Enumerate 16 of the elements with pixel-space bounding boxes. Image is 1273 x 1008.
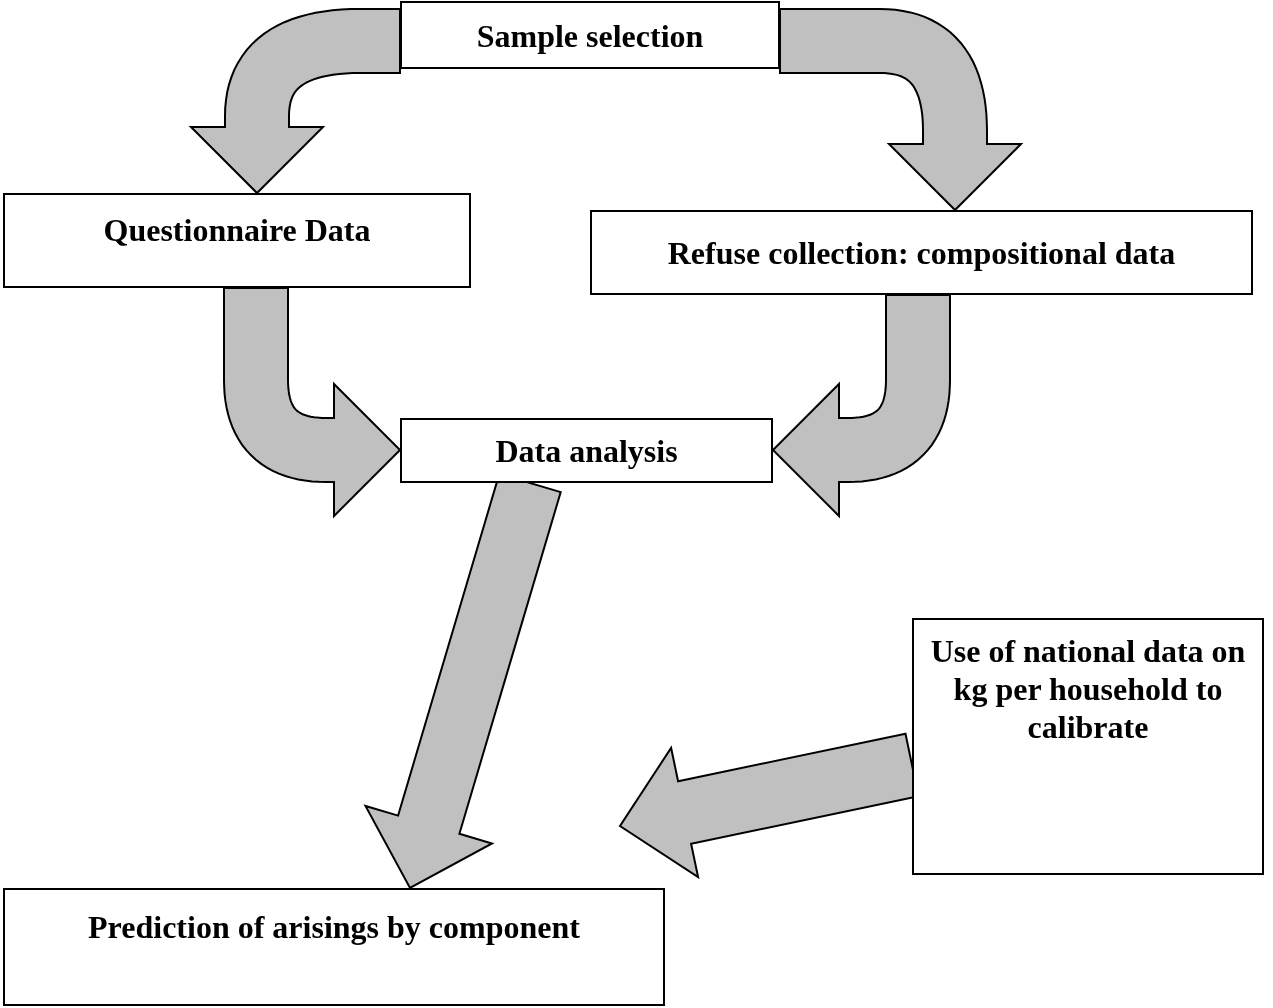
block-arrow bbox=[779, 8, 1024, 212]
box-label: Sample selection bbox=[476, 17, 704, 55]
process-box bbox=[912, 618, 1264, 875]
block-arrow bbox=[223, 287, 402, 519]
box-label: Data analysis bbox=[495, 431, 678, 470]
process-box bbox=[590, 210, 1253, 295]
process-box bbox=[3, 888, 665, 1006]
box-label: Refuse collection: compositional data bbox=[667, 233, 1176, 272]
process-box bbox=[3, 193, 471, 288]
process-box bbox=[400, 418, 773, 483]
box-label: Prediction of arisings by component bbox=[88, 908, 580, 946]
box-label: Use of national data on kg per household to calibrate bbox=[929, 632, 1247, 746]
process-box bbox=[400, 1, 780, 69]
block-arrow bbox=[188, 8, 401, 195]
box-label: Questionnaire Data bbox=[103, 211, 371, 249]
block-arrow bbox=[771, 294, 951, 519]
